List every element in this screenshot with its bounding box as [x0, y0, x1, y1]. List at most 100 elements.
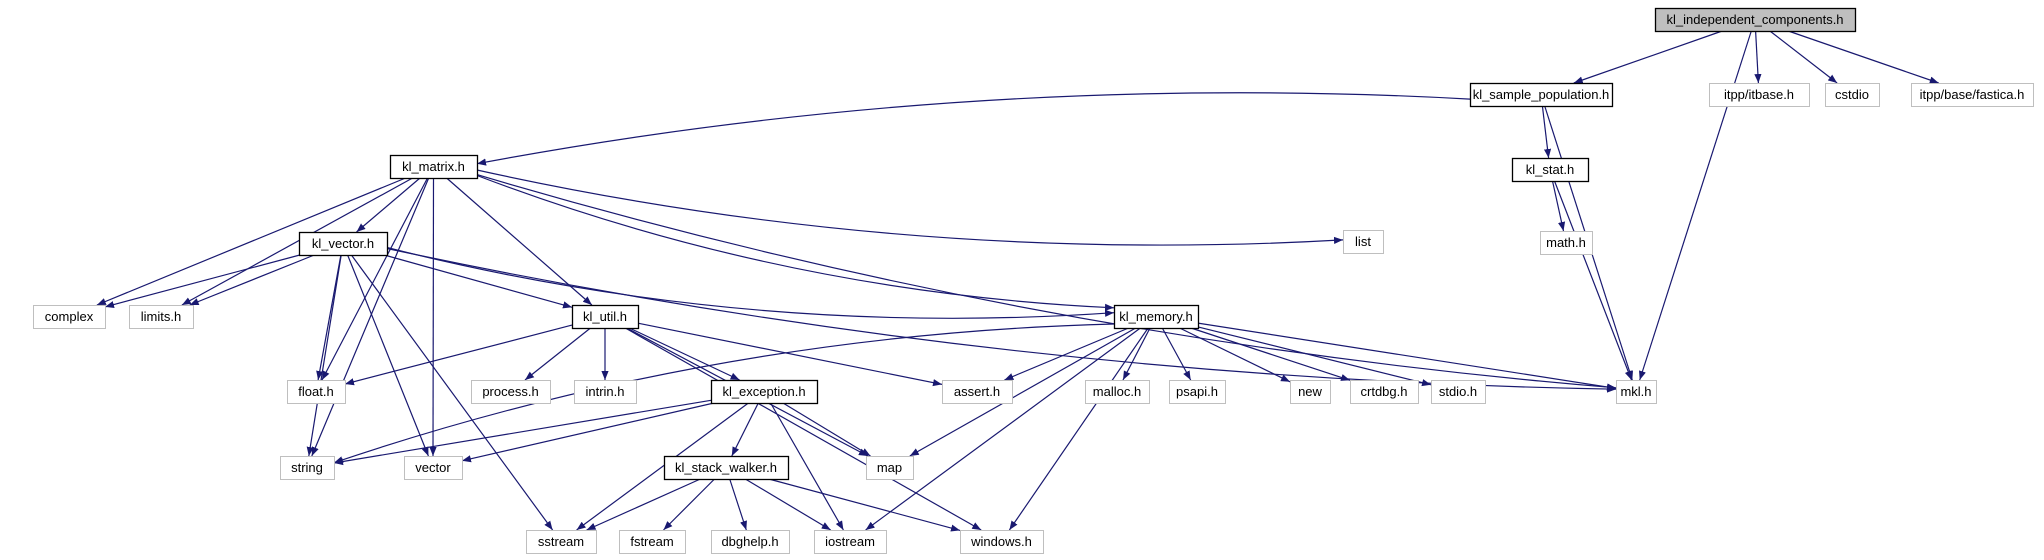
edge-matrix-to-vector_h	[356, 177, 421, 233]
node-util[interactable]: kl_util.h	[571, 304, 640, 330]
node-label: itpp/itbase.h	[1724, 87, 1794, 102]
node-label: kl_vector.h	[312, 236, 374, 251]
node-box	[571, 304, 640, 330]
node-sample-pop[interactable]: kl_sample_population.h	[1469, 82, 1614, 108]
edge-memory-to-stdio	[1197, 326, 1432, 387]
node-sstream: sstream	[526, 530, 597, 554]
edge-exception-to-stack_walker	[731, 402, 759, 457]
node-psapi: psapi.h	[1169, 380, 1226, 404]
node-box	[1350, 380, 1419, 404]
edge-vector_h-to-limits	[189, 254, 315, 306]
node-limits: limits.h	[129, 305, 194, 329]
node-box	[389, 154, 479, 180]
edge-matrix-to-memory	[476, 174, 1115, 311]
node-label: assert.h	[954, 384, 1000, 399]
node-label: list	[1355, 234, 1371, 249]
node-box	[1085, 380, 1150, 404]
edge-vector_h-to-mkl	[386, 247, 1617, 393]
edge-util-to-float	[344, 324, 573, 386]
edge-util-to-process	[524, 327, 591, 381]
node-list: list	[1343, 230, 1384, 254]
edge-vector_h-to-complex	[104, 254, 300, 309]
node-dbghelp: dbghelp.h	[711, 530, 790, 554]
node-label: float.h	[298, 384, 333, 399]
node-label: kl_stat.h	[1526, 162, 1574, 177]
edge-memory-to-crtdbg	[1190, 327, 1351, 381]
node-float: float.h	[287, 380, 346, 404]
node-crtdbg: crtdbg.h	[1350, 380, 1419, 404]
node-box	[1290, 380, 1331, 404]
node-box	[280, 456, 335, 480]
node-label: vector	[415, 460, 451, 475]
node-label: kl_independent_components.h	[1666, 12, 1843, 27]
node-label: new	[1298, 384, 1322, 399]
node-label: kl_matrix.h	[402, 159, 465, 174]
edge-root-to-fastica	[1788, 30, 1939, 84]
edge-stack_walker-to-iostream	[744, 478, 832, 531]
node-vector-h[interactable]: kl_vector.h	[298, 231, 389, 257]
node-label: kl_memory.h	[1119, 309, 1192, 324]
node-box	[1469, 82, 1614, 108]
edge-matrix-to-string	[311, 177, 430, 457]
node-label: kl_util.h	[583, 309, 627, 324]
edge-vector_h-to-vector	[347, 254, 429, 457]
node-label: complex	[45, 309, 94, 324]
edge-matrix-to-vector	[429, 177, 437, 457]
edge-exception-to-iostream	[770, 402, 844, 531]
node-box	[287, 380, 346, 404]
node-string: string	[280, 456, 335, 480]
edge-matrix-to-limits	[181, 177, 413, 306]
node-new: new	[1290, 380, 1331, 404]
edge-matrix-to-mkl	[476, 174, 1617, 391]
node-stat[interactable]: kl_stat.h	[1511, 157, 1590, 183]
edge-stack_walker-to-dbghelp	[729, 478, 747, 531]
node-box	[471, 380, 551, 404]
node-label: windows.h	[970, 534, 1032, 549]
edge-vector_h-to-string	[306, 254, 342, 457]
node-vector: vector	[404, 456, 463, 480]
node-itbase: itpp/itbase.h	[1709, 83, 1810, 107]
node-complex: complex	[33, 305, 106, 329]
edge-memory-to-windows	[1008, 327, 1149, 531]
node-box	[526, 530, 597, 554]
node-label: fstream	[630, 534, 673, 549]
node-box	[1169, 380, 1226, 404]
edge-memory-to-assert	[1004, 327, 1129, 381]
node-box	[574, 380, 637, 404]
node-fastica: itpp/base/fastica.h	[1911, 83, 2034, 107]
node-label: crtdbg.h	[1361, 384, 1408, 399]
edge-stack_walker-to-windows	[768, 478, 961, 532]
edge-matrix-to-list	[476, 169, 1344, 246]
edge-vector_h-to-util	[384, 254, 573, 309]
node-box	[404, 456, 463, 480]
edge-memory-to-iostream	[865, 327, 1141, 531]
node-math: math.h	[1540, 231, 1593, 255]
node-stack-walker[interactable]: kl_stack_walker.h	[663, 455, 790, 481]
node-matrix[interactable]: kl_matrix.h	[389, 154, 479, 180]
node-memory[interactable]: kl_memory.h	[1113, 304, 1200, 330]
node-fstream: fstream	[619, 530, 686, 554]
edge-matrix-to-util	[446, 177, 593, 306]
edge-util-to-assert	[637, 322, 943, 387]
node-label: process.h	[482, 384, 538, 399]
node-exception[interactable]: kl_exception.h	[710, 379, 819, 405]
node-box	[1540, 231, 1593, 255]
node-box	[1654, 7, 1857, 33]
node-label: map	[877, 460, 902, 475]
node-box	[960, 530, 1044, 554]
edge-root-to-sample_pop	[1573, 30, 1723, 84]
edge-memory-to-string	[333, 323, 1115, 464]
node-label: itpp/base/fastica.h	[1920, 87, 2025, 102]
node-box	[1911, 83, 2034, 107]
node-box	[33, 305, 106, 329]
node-process: process.h	[471, 380, 551, 404]
edge-exception-to-vector	[461, 402, 715, 463]
edge-stat-to-mkl	[1553, 180, 1633, 381]
node-map: map	[866, 456, 914, 480]
edge-vector_h-to-float	[316, 254, 342, 381]
edge-vector_h-to-sstream	[350, 254, 554, 531]
edge-matrix-to-float	[321, 177, 429, 381]
node-box	[710, 379, 819, 405]
node-root[interactable]: kl_independent_components.h	[1654, 7, 1857, 33]
edge-vector_h-to-memory	[386, 246, 1115, 319]
